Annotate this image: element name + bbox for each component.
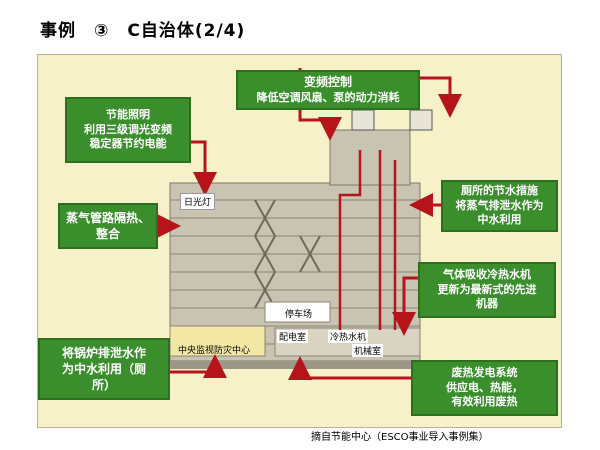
toilet-line1: 厕所的节水措施 <box>461 183 538 197</box>
toilet-line2: 将蒸气排泄水作为 <box>455 198 544 212</box>
machine-room-label: 机械室 <box>352 344 384 357</box>
boiler-line2: 为中水利用（厕 <box>61 361 146 376</box>
waste-heat-line3: 有效利用废热 <box>451 395 518 409</box>
rooftop-equipment <box>351 109 433 131</box>
boiler-box: 将锅炉排泄水作 为中水利用（厕 所） <box>38 338 170 400</box>
fluorescent-label: 日光灯 <box>180 193 216 210</box>
lighting-box: 节能照明 利用三级调光变频 稳定器节约电能 <box>65 97 191 163</box>
inverter-desc: 降低空调风扇、泵的动力消耗 <box>256 90 400 104</box>
inverter-title: 变频控制 <box>303 75 352 90</box>
chiller-box: 气体吸收冷热水机 更新为最新式的先进 机器 <box>418 262 556 318</box>
lighting-title: 节能照明 <box>106 107 150 121</box>
chiller-line1: 气体吸收冷热水机 <box>443 267 531 281</box>
lighting-line2: 利用三级调光变频 <box>84 122 172 136</box>
monitoring-room <box>169 325 266 357</box>
steam-line2: 整合 <box>95 227 120 241</box>
waste-heat-line2: 供应电、热能， <box>446 380 523 394</box>
boiler-line3: 所） <box>91 378 116 393</box>
monitoring-label: 中央监视防灾中心 <box>178 346 251 356</box>
boiler-line1: 将锅炉排泄水作 <box>61 345 146 360</box>
parking-area <box>264 301 331 323</box>
chiller-line3: 机器 <box>476 297 498 311</box>
source-caption: 摘自节能中心（ESCO事业导入事例集） <box>311 432 489 443</box>
waste-heat-box: 废热发电系统 供应电、热能， 有效利用废热 <box>411 360 558 416</box>
chiller-room-label: 冷热水机 <box>328 330 369 343</box>
page-title: 事例 ③ C自治体(2/4) <box>40 21 246 41</box>
chiller-line2: 更新为最新式的先进 <box>437 282 537 296</box>
inverter-box: 变频控制 降低空调风扇、泵的动力消耗 <box>236 70 420 110</box>
stairs <box>254 199 321 309</box>
toilet-box: 厕所的节水措施 将蒸气排泄水作为 中水利用 <box>441 180 558 232</box>
waste-heat-line1: 废热发电系统 <box>451 365 518 379</box>
pipes <box>338 150 397 330</box>
steam-line1: 蒸气管路隔热、 <box>65 210 150 225</box>
lighting-line3: 稳定器节约电能 <box>89 137 167 151</box>
substation-label: 配电室 <box>277 330 309 343</box>
steam-box: 蒸气管路隔热、 整合 <box>58 203 158 249</box>
toilet-line3: 中水利用 <box>477 213 522 227</box>
parking-label: 停车场 <box>285 310 313 320</box>
